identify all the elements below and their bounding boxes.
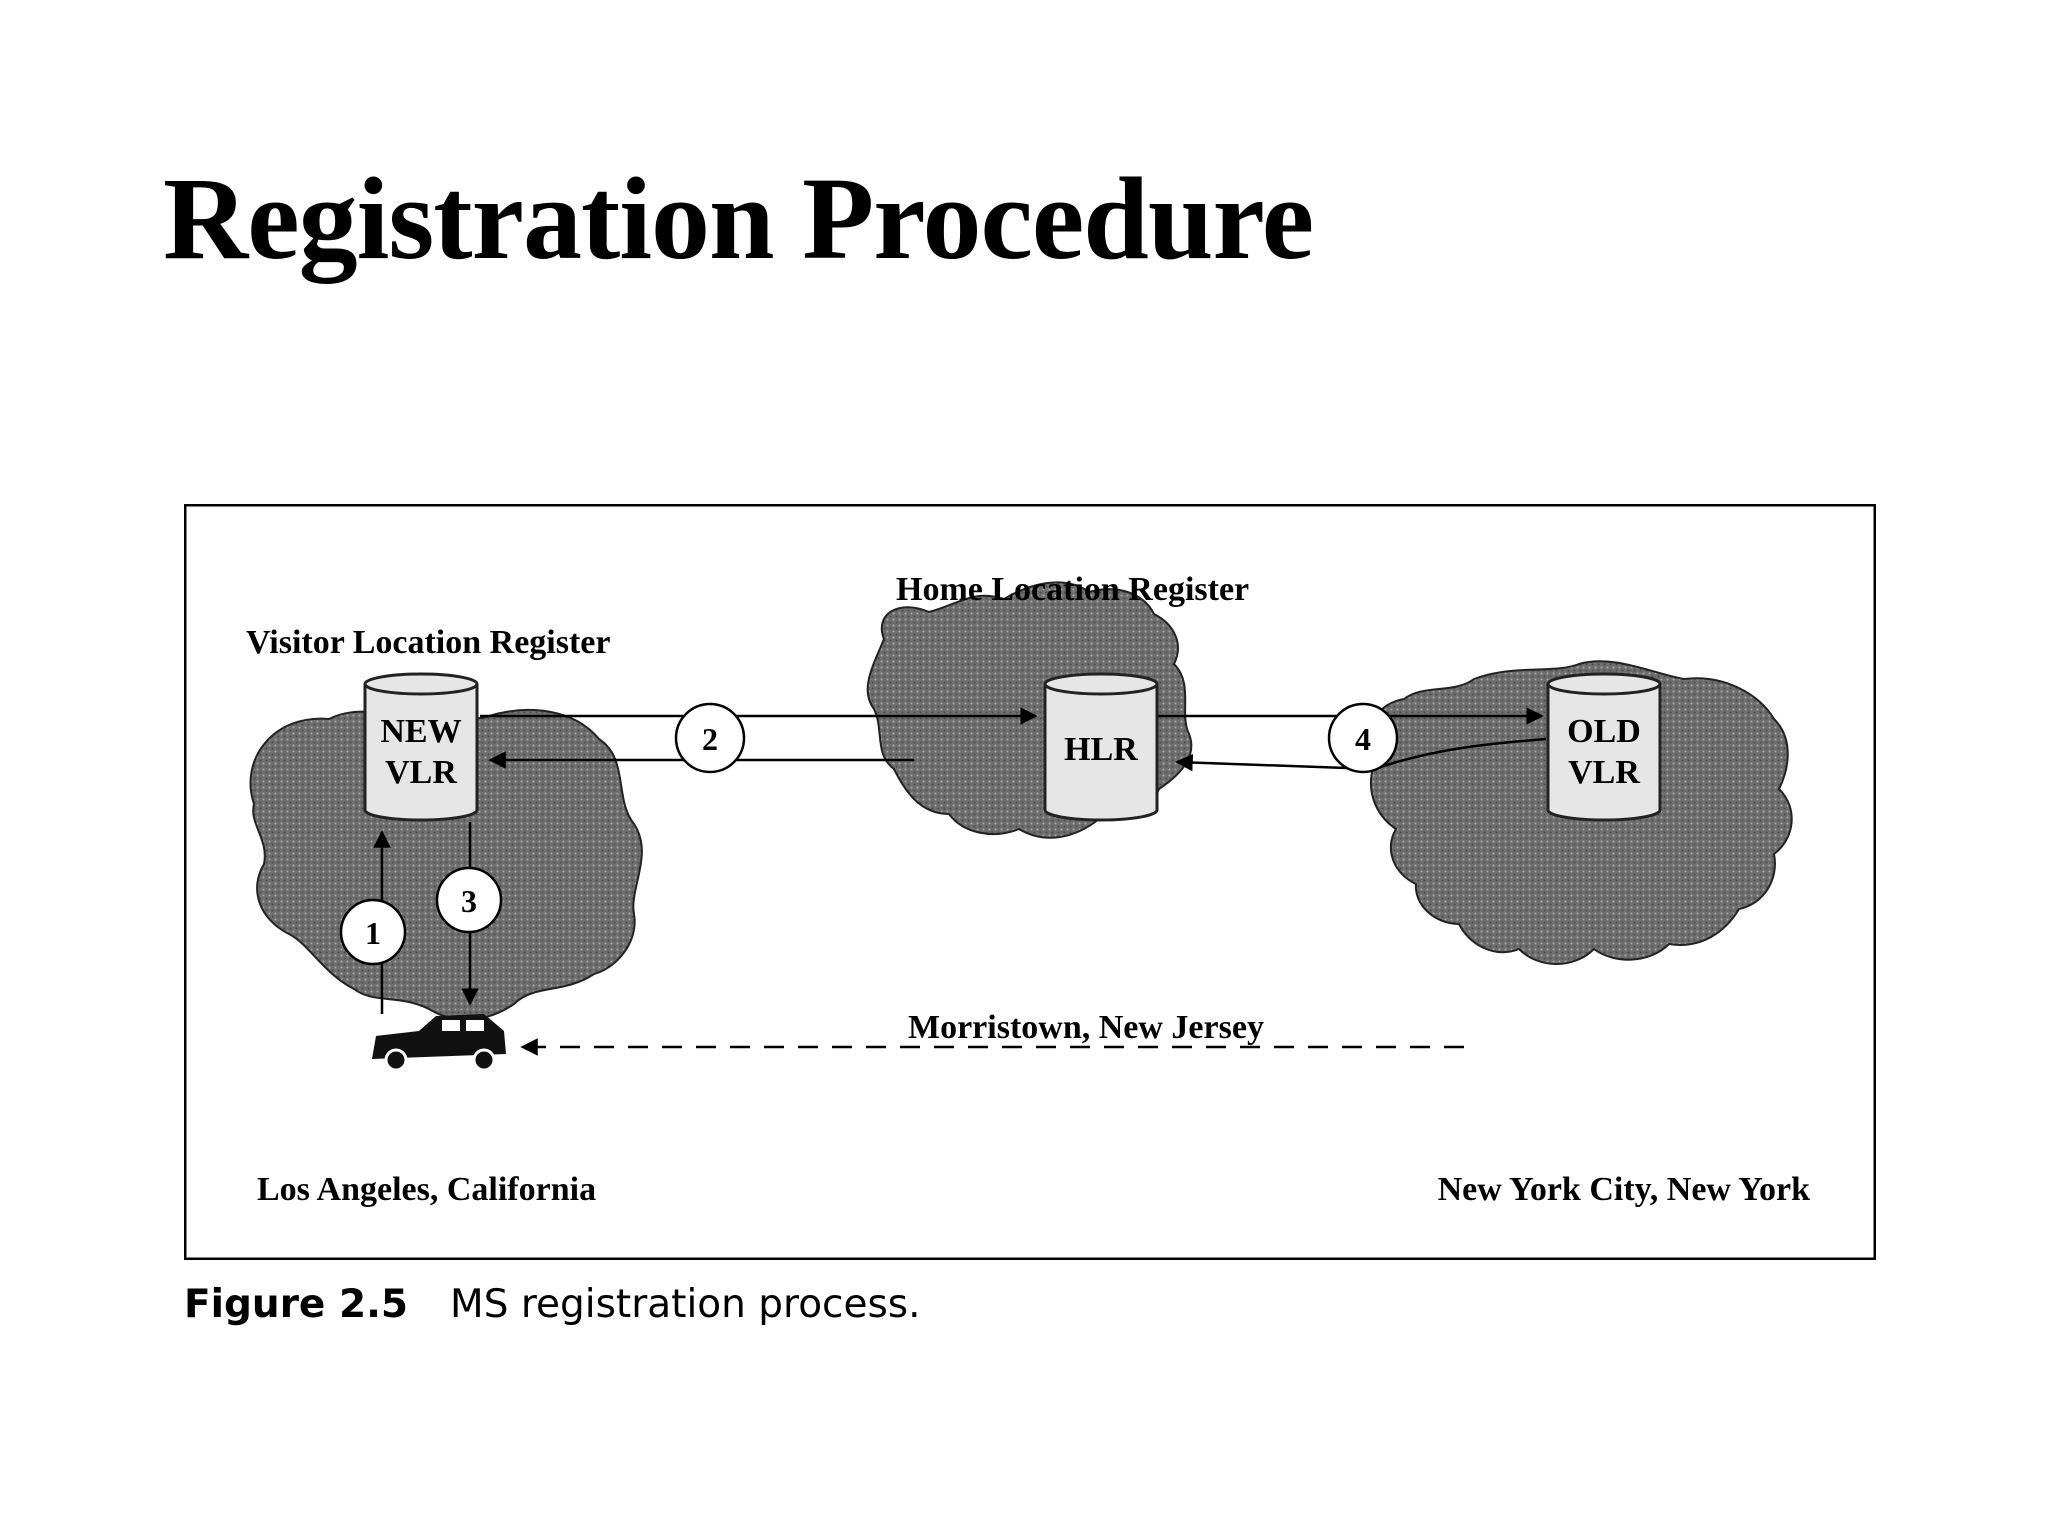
slide-title: Registration Procedure xyxy=(163,153,1314,284)
nyc-city-label: New York City, New York xyxy=(1438,1171,1810,1208)
new-vlr-label-line2: VLR xyxy=(385,754,457,791)
figure-number: Figure 2.5 xyxy=(184,1282,409,1327)
figure-caption-text: MS registration process. xyxy=(450,1282,921,1327)
hlr-label: HLR xyxy=(1064,731,1138,768)
old-vlr-database-icon: OLD VLR xyxy=(1546,672,1662,822)
new-vlr-database-icon: NEW VLR xyxy=(363,672,479,822)
hlr-database-icon: HLR xyxy=(1043,672,1159,822)
old-vlr-label-line1: OLD xyxy=(1567,713,1641,750)
step-1-label: 1 xyxy=(365,915,381,951)
old-vlr-label-line2: VLR xyxy=(1568,754,1640,791)
step-2-badge: 2 xyxy=(674,702,746,774)
step-1-badge: 1 xyxy=(339,898,407,966)
la-city-label: Los Angeles, California xyxy=(257,1171,596,1208)
step-4-badge: 4 xyxy=(1327,702,1399,774)
step-3-badge: 3 xyxy=(435,866,503,934)
vlr-heading: Visitor Location Register xyxy=(246,624,611,661)
car-icon xyxy=(372,1014,506,1072)
hlr-heading: Home Location Register xyxy=(896,571,1249,608)
morristown-city-label: Morristown, New Jersey xyxy=(908,1009,1264,1046)
figure-caption: Figure 2.5 MS registration process. xyxy=(184,1285,921,1324)
step-4-label: 4 xyxy=(1355,721,1371,757)
new-vlr-label-line1: NEW xyxy=(380,713,461,750)
registration-diagram: NEW VLR HLR OLD VLR 1 2 3 4 xyxy=(184,504,1876,1260)
step-3-label: 3 xyxy=(461,883,477,919)
step-2-label: 2 xyxy=(702,721,718,757)
